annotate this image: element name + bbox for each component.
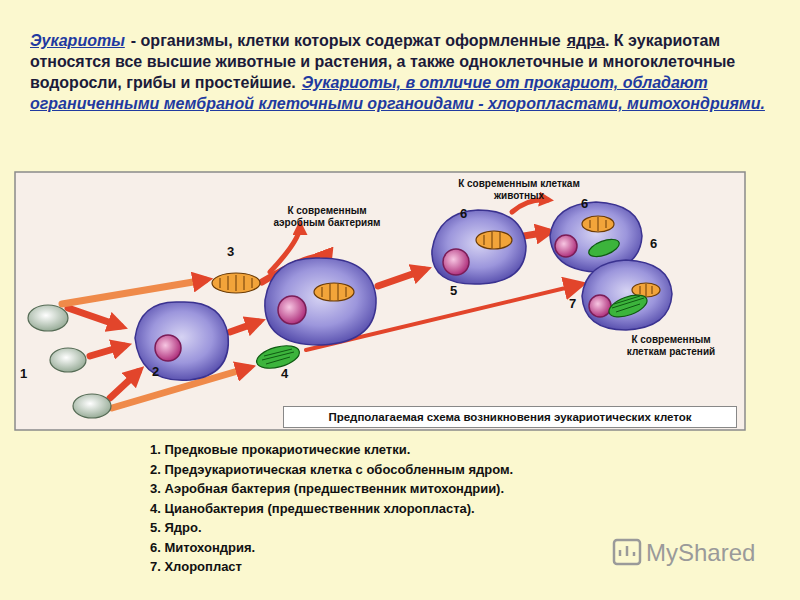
panel — [15, 172, 745, 430]
mitochondria-cristae — [220, 217, 652, 300]
intro-paragraph: Эукариоты - организмы, клетки которых сод… — [30, 30, 775, 114]
term: ядра — [567, 32, 605, 49]
callout-number: 6 — [460, 206, 467, 222]
mitochondria — [212, 216, 660, 301]
callout-number: 6 — [581, 196, 588, 212]
callout-number: 3 — [227, 244, 234, 260]
callout-number: 5 — [450, 283, 457, 299]
callout-number: 6 — [650, 236, 657, 252]
key-item: 3. Аэробная бактерия (предшественник мит… — [150, 481, 504, 497]
callout-number: 7 — [569, 296, 576, 312]
thylakoids — [262, 296, 644, 364]
key-item: 5. Ядро. — [150, 520, 202, 536]
direction-caption: К современным клеткам растений — [612, 334, 730, 358]
key-item: 6. Митохондрия. — [150, 540, 255, 556]
eukaryote-cells — [135, 202, 672, 380]
chloroplasts — [254, 236, 650, 372]
term: Эукариоты — [30, 32, 125, 49]
direction-caption: К современным клеткам животных — [452, 178, 586, 202]
callout-number: 1 — [20, 366, 27, 382]
callout-number: 4 — [281, 366, 288, 382]
watermark-icon — [614, 540, 640, 564]
watermark: MyShared — [646, 538, 755, 567]
key-item: 4. Цианобактерия (предшественник хлоропл… — [150, 501, 475, 517]
caption-box: Предполагаемая схема возникновения эукар… — [283, 406, 737, 428]
key-item: 1. Предковые прокариотические клетки. — [150, 442, 410, 458]
paragraph-text: - организмы, клетки которых содержат офо… — [131, 32, 561, 49]
key-item: 2. Предэукариотическая клетка с обособле… — [150, 462, 513, 478]
caption-text: Предполагаемая схема возникновения эукар… — [288, 411, 732, 423]
callout-number: 2 — [152, 364, 159, 380]
arrows — [62, 200, 604, 408]
key-item: 7. Хлоропласт — [150, 559, 242, 575]
nuclei — [155, 235, 611, 361]
direction-caption: К современным аэробным бактериям — [268, 205, 386, 229]
prokaryote-cells — [28, 305, 111, 418]
